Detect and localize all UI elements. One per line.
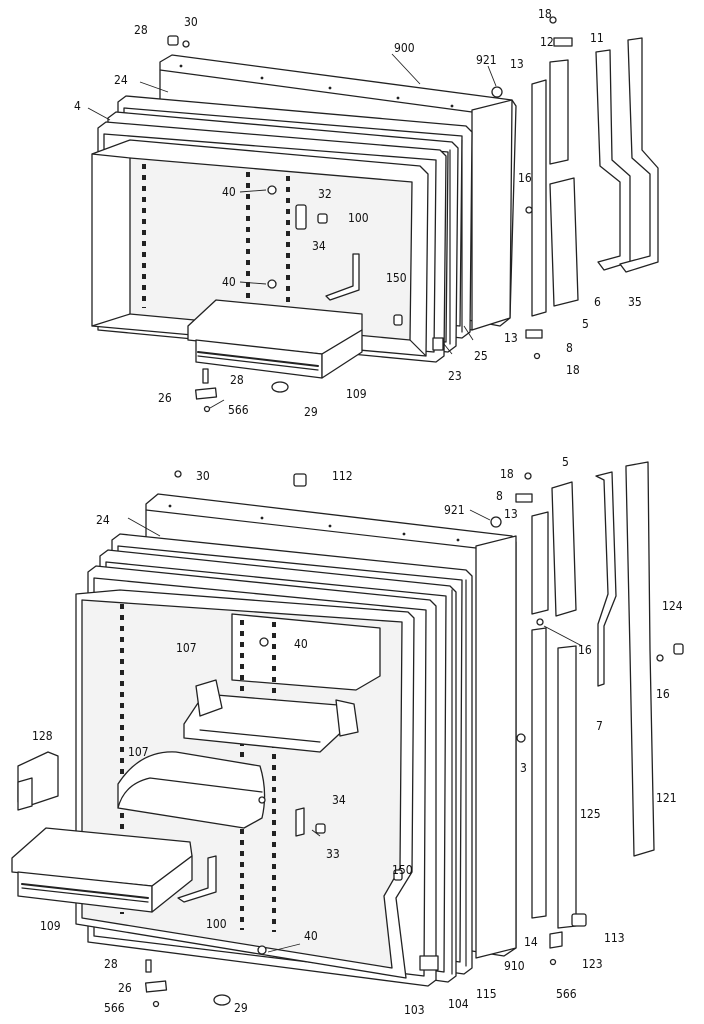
label-28-b: 28 — [104, 957, 118, 971]
label-40-upper: 40 — [222, 185, 236, 199]
fresh-food-hinge-hardware — [515, 461, 684, 966]
label-40-b-upper: 40 — [294, 637, 308, 651]
label-6: 6 — [594, 295, 601, 309]
label-26: 26 — [158, 391, 172, 405]
label-33: 33 — [326, 847, 340, 861]
label-13: 13 — [510, 57, 524, 71]
label-107-upper: 107 — [176, 641, 197, 655]
label-29: 29 — [304, 405, 318, 419]
label-124: 124 — [662, 599, 683, 613]
label-921: 921 — [476, 53, 497, 67]
label-103: 103 — [404, 1003, 425, 1017]
label-566: 566 — [228, 403, 249, 417]
bottom-hinge-parts — [144, 470, 307, 1008]
callout-labels: 28 30 900 921 18 12 11 13 24 4 40 32 34 … — [32, 7, 683, 1017]
label-16-b: 16 — [578, 643, 592, 657]
label-3: 3 — [520, 761, 527, 775]
label-109-b: 109 — [40, 919, 61, 933]
label-150: 150 — [386, 271, 407, 285]
inner-liner-box — [91, 139, 444, 357]
label-11: 11 — [590, 31, 604, 45]
door-shelf-upper — [183, 679, 359, 753]
label-25: 25 — [474, 349, 488, 363]
label-12: 12 — [540, 35, 554, 49]
label-7: 7 — [596, 719, 603, 733]
label-112: 112 — [332, 469, 353, 483]
label-18-b: 18 — [500, 467, 514, 481]
label-24: 24 — [114, 73, 128, 87]
label-8-b: 8 — [496, 489, 503, 503]
label-40-lower: 40 — [222, 275, 236, 289]
bottom-hinge-parts — [194, 368, 289, 413]
label-34-b: 34 — [332, 793, 346, 807]
label-13-b: 13 — [504, 507, 518, 521]
fresh-food-door-assembly — [11, 461, 684, 1008]
label-113: 113 — [604, 931, 625, 945]
label-24-b: 24 — [96, 513, 110, 527]
label-18-lower: 18 — [566, 363, 580, 377]
label-14: 14 — [524, 935, 538, 949]
dairy-compartment-cover — [117, 751, 266, 829]
label-566-b-right: 566 — [556, 987, 577, 1001]
label-29-b: 29 — [234, 1001, 248, 1015]
label-150-b: 150 — [392, 863, 413, 877]
label-104: 104 — [448, 997, 469, 1011]
label-34: 34 — [312, 239, 326, 253]
label-40-b-lower: 40 — [304, 929, 318, 943]
label-5-b: 5 — [562, 455, 569, 469]
label-28-lower: 28 — [230, 373, 244, 387]
label-921-b: 921 — [444, 503, 465, 517]
label-32: 32 — [318, 187, 332, 201]
label-910: 910 — [504, 959, 525, 973]
freezer-door-assembly — [91, 16, 659, 413]
label-16: 16 — [518, 171, 532, 185]
label-125: 125 — [580, 807, 601, 821]
label-30-b: 30 — [196, 469, 210, 483]
label-128: 128 — [32, 729, 53, 743]
top-screws — [167, 35, 190, 48]
fresh-food-tray — [11, 827, 193, 913]
freezer-shelf-tray — [187, 299, 363, 379]
label-5: 5 — [582, 317, 589, 331]
label-900: 900 — [394, 41, 415, 55]
label-30: 30 — [184, 15, 198, 29]
label-107-lower: 107 — [128, 745, 149, 759]
label-100-b: 100 — [206, 917, 227, 931]
label-35: 35 — [628, 295, 642, 309]
label-109: 109 — [346, 387, 367, 401]
label-4: 4 — [74, 99, 81, 113]
label-115: 115 — [476, 987, 497, 1001]
label-566-b: 566 — [104, 1001, 125, 1015]
label-18: 18 — [538, 7, 552, 21]
label-13-lower: 13 — [504, 331, 518, 345]
label-23: 23 — [448, 369, 462, 383]
label-26-b: 26 — [118, 981, 132, 995]
label-100: 100 — [348, 211, 369, 225]
label-121: 121 — [656, 791, 677, 805]
small-door-bin — [17, 751, 59, 811]
label-28: 28 — [134, 23, 148, 37]
label-123: 123 — [582, 957, 603, 971]
label-16-b-right: 16 — [656, 687, 670, 701]
leader-lines — [87, 53, 583, 953]
shelf-bracket — [177, 855, 217, 903]
label-8: 8 — [566, 341, 573, 355]
freezer-hinge-hardware — [525, 16, 659, 360]
